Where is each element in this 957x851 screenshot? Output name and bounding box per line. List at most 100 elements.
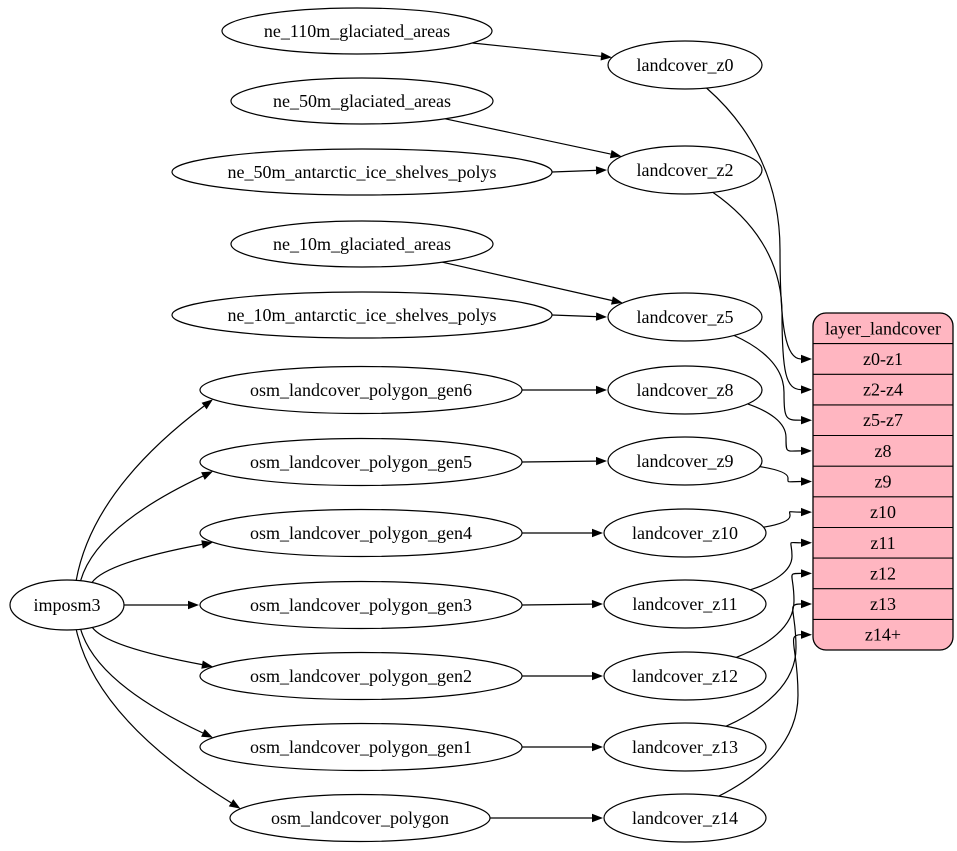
node-label: osm_landcover_polygon_gen2: [250, 666, 472, 686]
arrowhead-icon: [201, 399, 213, 410]
edge-landcover_z8--layer_landcover-z8: [747, 403, 812, 456]
edge-imposm3--osm_landcover_polygon: [75, 629, 241, 809]
node-label: osm_landcover_polygon_gen3: [250, 595, 472, 615]
node-label: ne_50m_antarctic_ice_shelves_polys: [228, 162, 497, 182]
node-ellipse: [171, 291, 553, 339]
record-row-label-z11: z11: [870, 533, 895, 553]
edge-landcover_z13--layer_landcover-z13: [725, 599, 812, 727]
arrowhead-icon: [595, 166, 607, 175]
edge-landcover_z12--layer_landcover-z12: [735, 569, 812, 658]
node-label: ne_110m_glaciated_areas: [264, 21, 450, 41]
arrowhead-icon: [801, 538, 812, 547]
edge-osm_landcover_polygon_gen3--landcover_z11: [521, 599, 603, 609]
record-row-label-z13: z13: [870, 594, 896, 614]
edge-path: [445, 118, 611, 155]
edge-landcover_z11--layer_landcover-z11: [750, 538, 812, 591]
record-row-label-z0-z1: z0-z1: [863, 349, 903, 369]
node-label: osm_landcover_polygon: [271, 808, 449, 828]
edge-path: [521, 460, 597, 463]
edge-osm_landcover_polygon--landcover_z14: [490, 813, 603, 823]
arrowhead-icon: [801, 354, 812, 364]
node-ellipse: [199, 508, 523, 558]
arrowhead-icon: [595, 312, 607, 321]
edge-imposm3--osm_landcover_polygon_gen5: [80, 471, 213, 581]
arrowhead-icon: [611, 296, 623, 305]
edge-osm_landcover_polygon_gen5--landcover_z9: [521, 456, 607, 466]
node-label: imposm3: [33, 595, 100, 615]
edge-path: [747, 403, 802, 452]
edge-path: [75, 629, 232, 804]
edge-osm_landcover_polygon_gen1--landcover_z13: [522, 742, 603, 752]
edge-imposm3--osm_landcover_polygon_gen4: [91, 540, 213, 583]
arrowhead-icon: [592, 671, 603, 681]
edge-ne_10m_glaciated_areas--landcover_z5: [442, 261, 623, 305]
node-landcover_z14: landcover_z14: [603, 793, 767, 843]
node-ne_10m_antarctic_ice_shelves_polys: ne_10m_antarctic_ice_shelves_polys: [171, 291, 553, 339]
node-label: osm_landcover_polygon_gen1: [250, 737, 472, 757]
edge-ne_10m_antarctic_ice_shelves_polys--landcover_z5: [551, 312, 607, 321]
node-label: ne_10m_glaciated_areas: [273, 234, 451, 254]
edge-path: [759, 466, 802, 483]
node-label: landcover_z10: [632, 523, 738, 543]
record-body: [812, 312, 954, 651]
node-label: landcover_z14: [632, 808, 738, 828]
arrowhead-icon: [801, 446, 812, 456]
edge-landcover_z10--layer_landcover-z10: [763, 507, 812, 528]
node-osm_landcover_polygon_gen4: osm_landcover_polygon_gen4: [199, 508, 523, 558]
node-landcover_z5: landcover_z5: [607, 292, 763, 342]
node-label: landcover_z12: [632, 666, 738, 686]
edge-landcover_z14--layer_landcover-z14+: [718, 630, 812, 797]
node-ellipse: [199, 651, 523, 701]
edge-path: [80, 475, 204, 581]
edge-path: [521, 603, 593, 606]
edge-path: [551, 314, 597, 318]
node-label: osm_landcover_polygon_gen5: [250, 452, 472, 472]
edge-ne_50m_antarctic_ice_shelves_polys--landcover_z2: [551, 166, 607, 175]
node-landcover_z11: landcover_z11: [603, 579, 767, 629]
node-osm_landcover_polygon_gen5: osm_landcover_polygon_gen5: [199, 437, 523, 487]
node-ellipse: [9, 579, 125, 631]
arrowhead-icon: [801, 385, 812, 394]
edge-path: [91, 543, 203, 583]
arrowhead-icon: [609, 150, 622, 159]
arrowhead-icon: [592, 813, 603, 823]
node-label: landcover_z13: [632, 737, 738, 757]
node-ellipse: [607, 365, 763, 415]
node-ellipse: [199, 365, 523, 415]
node-ellipse: [607, 40, 763, 90]
arrowhead-icon: [801, 416, 812, 425]
node-ellipse: [229, 793, 491, 843]
node-ne_110m_glaciated_areas: ne_110m_glaciated_areas: [221, 7, 493, 55]
edge-path: [551, 169, 597, 173]
edge-path: [442, 261, 613, 302]
node-ellipse: [607, 436, 763, 486]
record-row-label-z10: z10: [870, 502, 896, 522]
node-osm_landcover_polygon: osm_landcover_polygon: [229, 793, 491, 843]
arrowhead-icon: [592, 742, 603, 752]
record-row-label-z12: z12: [870, 563, 896, 583]
node-ellipse: [607, 292, 763, 342]
edge-osm_landcover_polygon_gen6--landcover_z8: [522, 385, 607, 395]
node-imposm3: imposm3: [9, 579, 125, 631]
edge-ne_50m_glaciated_areas--landcover_z2: [445, 118, 622, 159]
record-row-label-z5-z7: z5-z7: [863, 410, 903, 430]
node-ne_10m_glaciated_areas: ne_10m_glaciated_areas: [230, 220, 494, 268]
node-label: osm_landcover_polygon_gen4: [250, 523, 472, 543]
edge-osm_landcover_polygon_gen2--landcover_z12: [522, 671, 603, 681]
node-label: landcover_z9: [637, 451, 734, 471]
node-ellipse: [607, 145, 763, 195]
arrowhead-icon: [228, 799, 241, 809]
node-ellipse: [199, 437, 523, 487]
node-label: landcover_z11: [632, 594, 737, 614]
node-landcover_z0: landcover_z0: [607, 40, 763, 90]
node-ellipse: [199, 722, 523, 772]
edge-imposm3--osm_landcover_polygon_gen3: [124, 600, 199, 610]
arrowhead-icon: [592, 528, 603, 538]
edge-path: [91, 627, 203, 666]
edge-landcover_z5--layer_landcover-z5-z7: [733, 334, 812, 425]
node-label: landcover_z0: [637, 55, 734, 75]
node-label: landcover_z5: [637, 307, 734, 327]
edge-path: [706, 87, 802, 360]
